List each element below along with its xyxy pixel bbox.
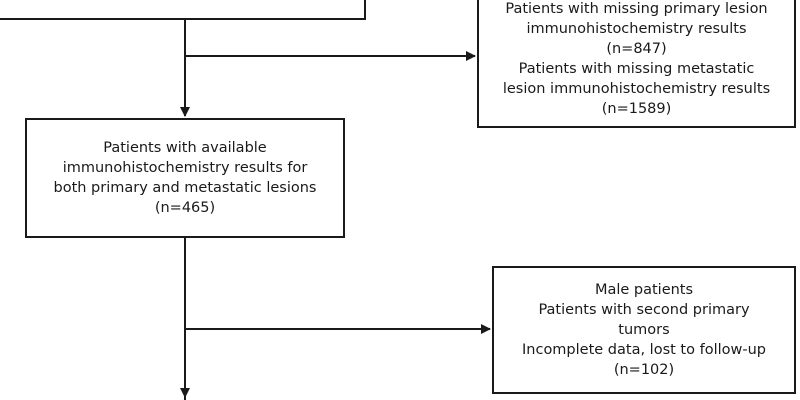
main-cohort-box: Patients with available immunohistochemi…	[25, 118, 345, 238]
exclusion-2-line-2: Patients with second primary	[538, 302, 750, 318]
main-line-4: (n=465)	[154, 200, 216, 216]
main-line-2: immunohistochemistry results for	[62, 160, 308, 176]
exclusion-2-line-5: (n=102)	[613, 362, 675, 378]
top-box	[0, 0, 366, 20]
exclusion-1-line-6: (n=1589)	[601, 101, 672, 117]
exclusion-1-line-3: (n=847)	[606, 41, 667, 57]
exclusion-2-line-4: Incomplete data, lost to follow-up	[522, 342, 766, 358]
main-line-3: both primary and metastatic lesions	[53, 180, 317, 196]
exclusion-1-line-1: Patients with missing primary lesion	[505, 1, 768, 17]
exclusion-box-missing-ihc: Patients with missing primary lesion imm…	[477, 0, 796, 128]
exclusion-box-other: Male patients Patients with second prima…	[492, 266, 796, 394]
exclusion-2-line-3: tumors	[618, 322, 670, 338]
exclusion-1-line-2: immunohistochemistry results	[526, 21, 747, 37]
exclusion-1-line-5: lesion immunohistochemistry results	[502, 81, 771, 97]
exclusion-2-line-1: Male patients	[594, 282, 694, 298]
exclusion-1-line-4: Patients with missing metastatic	[518, 61, 755, 77]
main-line-1: Patients with available	[103, 140, 267, 156]
arrowhead-bottom	[180, 388, 190, 398]
